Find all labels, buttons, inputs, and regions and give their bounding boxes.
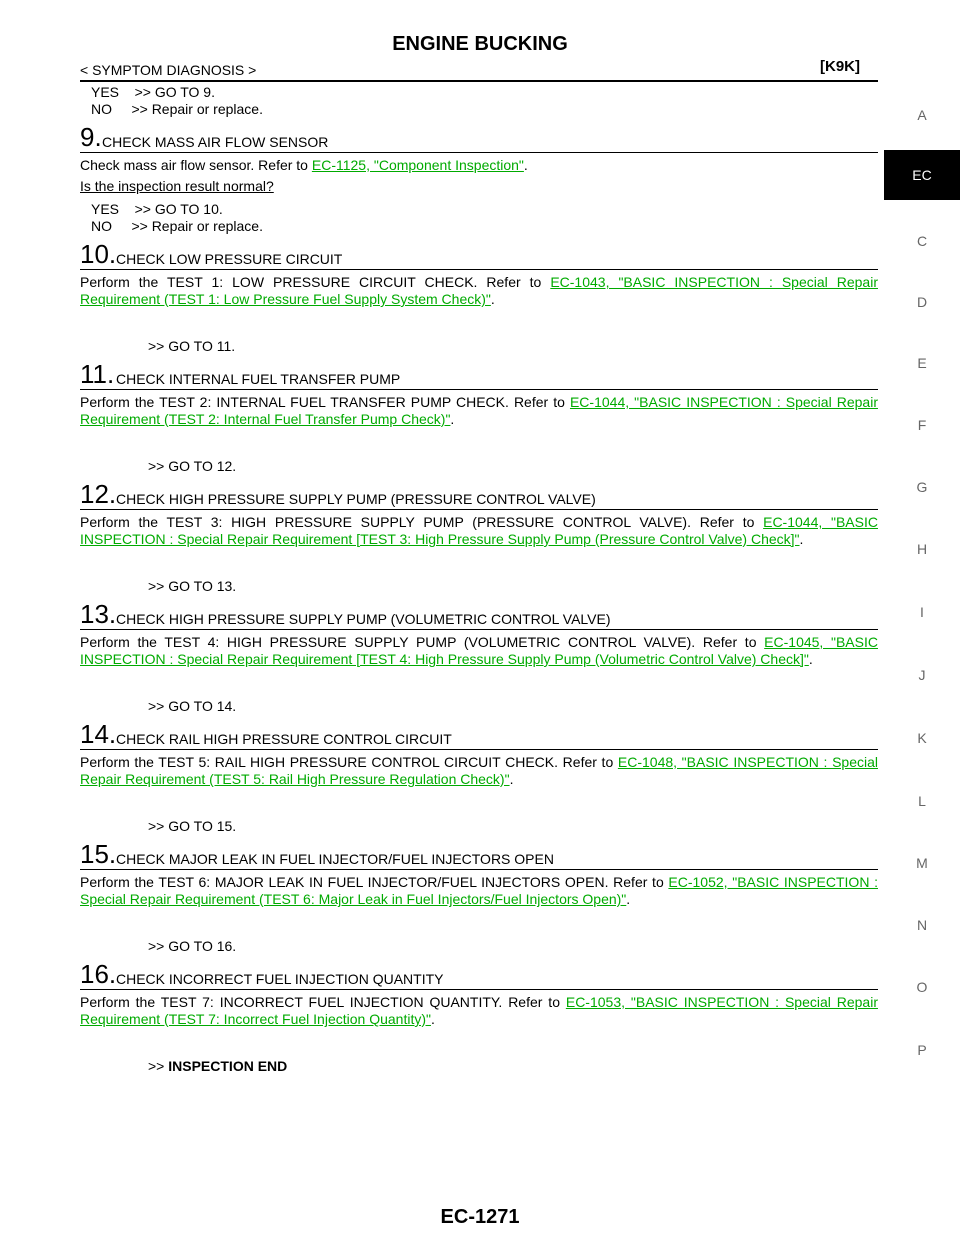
goto-next: >> GO TO 12.	[148, 458, 237, 474]
engine-code: [K9K]	[820, 58, 860, 75]
step-number: 12.	[80, 479, 117, 509]
intro-no: NO >> Repair or replace.	[91, 101, 263, 117]
step-13-text: Perform the TEST 4: HIGH PRESSURE SUPPLY…	[80, 634, 878, 668]
section-tab-d[interactable]: D	[916, 294, 928, 310]
section-tab-ec[interactable]: EC	[884, 150, 960, 200]
step-number: 15.	[80, 839, 117, 869]
step-10-text: Perform the TEST 1: LOW PRESSURE CIRCUIT…	[80, 274, 878, 308]
step-number: 10.	[80, 239, 117, 269]
step-16-text: Perform the TEST 7: INCORRECT FUEL INJEC…	[80, 994, 878, 1028]
goto-next: >> GO TO 13.	[148, 578, 237, 594]
breadcrumb: < SYMPTOM DIAGNOSIS >	[80, 62, 257, 78]
step-text: Perform the TEST 3: HIGH PRESSURE SUPPLY…	[80, 514, 764, 530]
step-12-header: 12. CHECK HIGH PRESSURE SUPPLY PUMP (PRE…	[80, 478, 878, 510]
step-title: CHECK INCORRECT FUEL INJECTION QUANTITY	[116, 971, 444, 987]
step-number: 14.	[80, 719, 117, 749]
step-text-end: .	[799, 531, 804, 547]
step-text-end: .	[808, 651, 813, 667]
goto-next: >> GO TO 11.	[148, 338, 236, 354]
inspection-end-label: INSPECTION END	[168, 1058, 288, 1074]
step-number: 9.	[80, 122, 102, 152]
answer-yes: YES >> GO TO 10.	[91, 201, 223, 217]
section-tab-p[interactable]: P	[917, 1042, 927, 1058]
step-text-end: .	[450, 411, 455, 427]
reference-link[interactable]: EC-1053, "BASIC INSPECTION : Special Rep…	[80, 994, 878, 1027]
section-tab-m[interactable]: M	[916, 855, 928, 871]
reference-link[interactable]: EC-1125, "Component Inspection"	[311, 157, 524, 173]
page-number: EC-1271	[440, 1206, 520, 1228]
step-text-end: .	[430, 1011, 435, 1027]
section-tab-h[interactable]: H	[916, 541, 928, 557]
intro-yes-no: YES >> GO TO 9. NO >> Repair or replace.	[80, 84, 878, 118]
section-tab-o[interactable]: O	[916, 979, 928, 995]
step-10-header: 10. CHECK LOW PRESSURE CIRCUIT	[80, 238, 878, 270]
section-tab-k[interactable]: K	[917, 730, 927, 746]
section-tab-f[interactable]: F	[917, 417, 927, 433]
step-text: Perform the TEST 5: RAIL HIGH PRESSURE C…	[80, 754, 618, 770]
goto-next: >> GO TO 16.	[148, 938, 237, 954]
step-13-header: 13. CHECK HIGH PRESSURE SUPPLY PUMP (VOL…	[80, 598, 878, 630]
inspection-end: >> INSPECTION END	[80, 1058, 878, 1075]
step-text: Perform the TEST 4: HIGH PRESSURE SUPPLY…	[80, 634, 765, 650]
goto-next: >> GO TO 14.	[148, 698, 237, 714]
step-15-text: Perform the TEST 6: MAJOR LEAK IN FUEL I…	[80, 874, 878, 908]
section-tab-j[interactable]: J	[918, 667, 926, 683]
step-9-header: 9. CHECK MASS AIR FLOW SENSOR	[80, 121, 878, 153]
step-title: CHECK INTERNAL FUEL TRANSFER PUMP	[116, 371, 401, 387]
step-title: CHECK HIGH PRESSURE SUPPLY PUMP (VOLUMET…	[116, 611, 611, 627]
section-tab-n[interactable]: N	[916, 917, 928, 933]
step-title: CHECK HIGH PRESSURE SUPPLY PUMP (PRESSUR…	[116, 491, 596, 507]
reference-link[interactable]: EC-1045, "BASIC INSPECTION : Special Rep…	[80, 634, 878, 667]
main-content: YES >> GO TO 9. NO >> Repair or replace.…	[80, 84, 878, 1075]
step-14-text: Perform the TEST 5: RAIL HIGH PRESSURE C…	[80, 754, 878, 788]
step-text-end: .	[523, 157, 528, 173]
section-tab-l[interactable]: L	[918, 793, 926, 809]
step-text: Perform the TEST 2: INTERNAL FUEL TRANSF…	[80, 394, 570, 410]
step-text: Check mass air flow sensor. Refer to	[80, 157, 312, 173]
header-divider	[80, 80, 878, 82]
step-text: Perform the TEST 7: INCORRECT FUEL INJEC…	[80, 994, 566, 1010]
step-9-text: Check mass air flow sensor. Refer to EC-…	[80, 157, 878, 174]
reference-link[interactable]: EC-1048, "BASIC INSPECTION : Special Rep…	[80, 754, 878, 787]
reference-link[interactable]: EC-1044, "BASIC INSPECTION : Special Rep…	[80, 394, 878, 427]
section-tab-g[interactable]: G	[916, 479, 928, 495]
step-text-end: .	[626, 891, 631, 907]
step-text-end: .	[509, 771, 514, 787]
goto-prefix: >>	[148, 1058, 169, 1074]
reference-link[interactable]: EC-1052, "BASIC INSPECTION : Special Rep…	[80, 874, 878, 907]
step-12-text: Perform the TEST 3: HIGH PRESSURE SUPPLY…	[80, 514, 878, 548]
section-tab-i[interactable]: I	[920, 604, 924, 620]
step-11-text: Perform the TEST 2: INTERNAL FUEL TRANSF…	[80, 394, 878, 428]
step-text: Perform the TEST 6: MAJOR LEAK IN FUEL I…	[80, 874, 669, 890]
section-tab-e[interactable]: E	[917, 355, 927, 371]
step-14-header: 14. CHECK RAIL HIGH PRESSURE CONTROL CIR…	[80, 718, 878, 750]
page-title: ENGINE BUCKING	[392, 33, 568, 55]
step-15-header: 15. CHECK MAJOR LEAK IN FUEL INJECTOR/FU…	[80, 838, 878, 870]
step-number: 13.	[80, 599, 117, 629]
step-text-end: .	[490, 291, 495, 307]
reference-link[interactable]: EC-1043, "BASIC INSPECTION : Special Rep…	[80, 274, 878, 307]
step-16-header: 16. CHECK INCORRECT FUEL INJECTION QUANT…	[80, 958, 878, 990]
inspection-question: Is the inspection result normal?	[80, 178, 274, 194]
step-9-yes-no: YES >> GO TO 10. NO >> Repair or replace…	[80, 201, 878, 235]
step-title: CHECK LOW PRESSURE CIRCUIT	[116, 251, 343, 267]
section-tab-a[interactable]: A	[917, 107, 927, 123]
step-title: CHECK MASS AIR FLOW SENSOR	[102, 134, 329, 150]
intro-yes: YES >> GO TO 9.	[91, 84, 215, 100]
step-text: Perform the TEST 1: LOW PRESSURE CIRCUIT…	[80, 274, 551, 290]
step-title: CHECK RAIL HIGH PRESSURE CONTROL CIRCUIT	[116, 731, 452, 747]
step-11-header: 11. CHECK INTERNAL FUEL TRANSFER PUMP	[80, 358, 878, 390]
step-title: CHECK MAJOR LEAK IN FUEL INJECTOR/FUEL I…	[116, 851, 554, 867]
answer-no: NO >> Repair or replace.	[91, 218, 263, 234]
section-tab-c[interactable]: C	[916, 233, 928, 249]
step-number: 16.	[80, 959, 117, 989]
reference-link[interactable]: EC-1044, "BASIC INSPECTION : Special Rep…	[80, 514, 878, 547]
goto-next: >> GO TO 15.	[148, 818, 237, 834]
step-number: 11.	[80, 359, 115, 389]
